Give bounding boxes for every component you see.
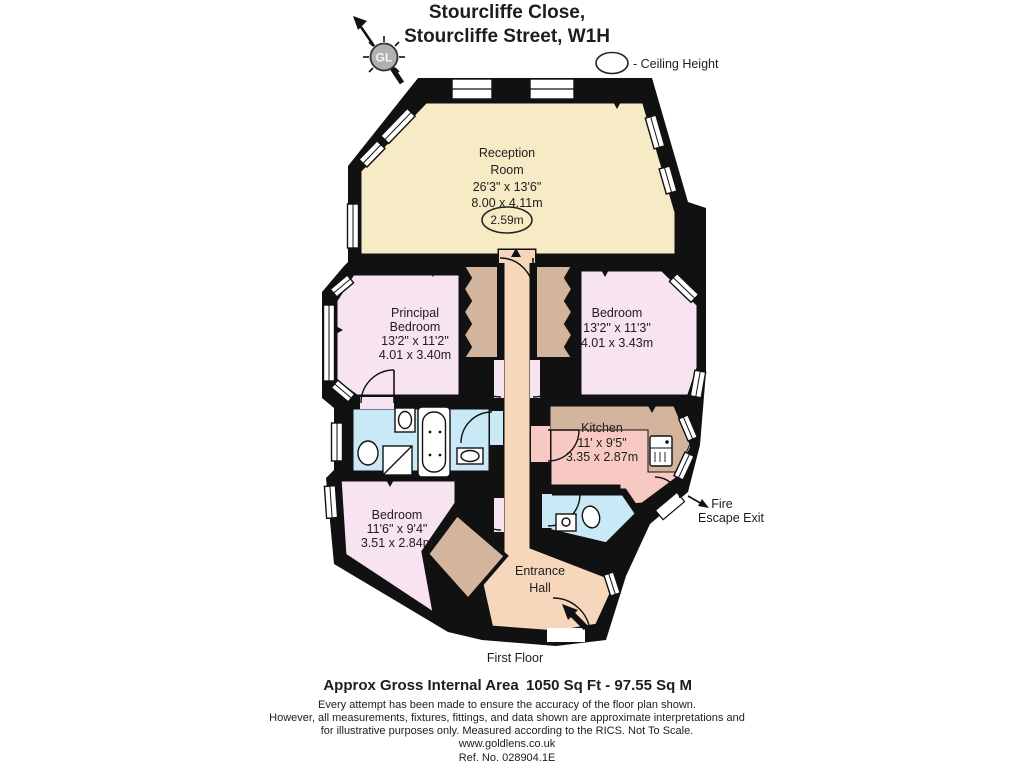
window-hall-right bbox=[602, 571, 622, 597]
hall-name2: Hall bbox=[529, 581, 551, 595]
window-reception-diag-right-2 bbox=[658, 165, 678, 195]
wc-toilet-icon bbox=[581, 505, 601, 529]
door-corridor-principal bbox=[465, 360, 504, 398]
fire-escape-arrow bbox=[687, 495, 709, 508]
floor-label: First Floor bbox=[487, 651, 543, 665]
window-bedroom2-bay bbox=[668, 272, 700, 304]
kitchen-name: Kitchen bbox=[581, 421, 623, 435]
area-label: Approx Gross Internal Area bbox=[323, 677, 519, 694]
disclaimer-line3: for illustrative purposes only. Measured… bbox=[321, 725, 694, 737]
bedroom3-name: Bedroom bbox=[372, 508, 423, 522]
entry-arrow bbox=[562, 604, 589, 631]
principal-name2: Bedroom bbox=[390, 320, 441, 334]
reception-imperial: 26'3" x 13'6" bbox=[473, 180, 542, 194]
bedroom2-imperial: 13'2" x 11'3" bbox=[583, 321, 651, 335]
window-top-1 bbox=[451, 78, 493, 100]
window-reception-diag-left-2 bbox=[358, 139, 386, 169]
reception-name2: Room bbox=[490, 163, 523, 177]
ceiling-height-oval bbox=[481, 206, 533, 234]
compass-north-icon: GL bbox=[353, 16, 405, 85]
ceiling-height-oval-icon bbox=[595, 51, 629, 75]
door-principal-bathroom bbox=[360, 369, 395, 409]
bedroom3-metric: 3.51 x 2.84m bbox=[361, 536, 433, 550]
door-corridor-kitchen bbox=[531, 426, 580, 462]
door-corridor-bedroom2 bbox=[530, 360, 569, 398]
window-top-2 bbox=[529, 78, 575, 100]
room-reception bbox=[354, 96, 682, 261]
shower-icon bbox=[382, 445, 413, 476]
fire-escape-line1: Fire bbox=[711, 497, 733, 511]
hall-name1: Entrance bbox=[515, 564, 565, 578]
window-principal-bay bbox=[322, 304, 336, 382]
window-reception-left bbox=[346, 203, 360, 249]
window-reception-diag-right-1 bbox=[644, 114, 666, 150]
dimension-ticks bbox=[334, 100, 657, 487]
fire-escape-line2: Escape Exit bbox=[698, 511, 765, 525]
door-fire-escape bbox=[654, 476, 686, 521]
reception-ceiling-height: 2.59m bbox=[490, 213, 523, 227]
ceiling-height-legend: - Ceiling Height bbox=[595, 51, 719, 75]
kitchen-sink-icon bbox=[649, 435, 673, 467]
basin2-icon bbox=[456, 447, 484, 465]
kitchen-imperial: 11' x 9'5" bbox=[577, 436, 626, 450]
principal-metric: 4.01 x 3.40m bbox=[379, 348, 451, 362]
area-value: 1050 Sq Ft - 97.55 Sq M bbox=[526, 677, 692, 694]
bathtub-icon bbox=[417, 406, 451, 478]
reception-metric: 8.00 x 4.11m bbox=[471, 196, 542, 210]
window-principal-bay-bottom bbox=[330, 379, 356, 403]
page-title-line2: Stourcliffe Street, W1H bbox=[404, 26, 610, 47]
principal-imperial: 13'2" x 11'2" bbox=[381, 334, 449, 348]
compass-label: GL bbox=[376, 51, 393, 65]
window-reception-diag-left-1 bbox=[379, 107, 417, 145]
room-label-bedroom3: Bedroom 11'6" x 9'4" 3.51 x 2.84m bbox=[361, 508, 433, 550]
window-kitchen-right-2 bbox=[673, 451, 695, 481]
kitchen-metric: 3.35 x 2.87m bbox=[566, 450, 638, 464]
page-title-line1: Stourcliffe Close, bbox=[429, 2, 585, 23]
bedroom2-metric: 4.01 x 3.43m bbox=[581, 336, 653, 350]
door-corridor-bedroom3 bbox=[470, 498, 504, 532]
room-label-kitchen: Kitchen 11' x 9'5" 3.35 x 2.87m bbox=[566, 421, 638, 464]
bedroom3-imperial: 11'6" x 9'4" bbox=[367, 522, 428, 536]
fire-escape-label: Fire Escape Exit bbox=[698, 497, 765, 525]
wc-basin-icon bbox=[555, 513, 577, 532]
reference-number: Ref. No. 028904.1E bbox=[459, 752, 556, 764]
disclaimer-line1: Every attempt has been made to ensure th… bbox=[318, 699, 696, 711]
door-entrance bbox=[547, 597, 591, 642]
door-corridor-bathroom bbox=[460, 411, 503, 445]
room-label-principal-bedroom: Principal Bedroom 13'2" x 11'2" 4.01 x 3… bbox=[379, 306, 451, 362]
room-label-entrance-hall: Entrance Hall bbox=[515, 564, 565, 595]
bedroom2-name: Bedroom bbox=[592, 306, 643, 320]
window-bedroom2-right bbox=[689, 369, 707, 399]
window-bathroom bbox=[330, 422, 344, 462]
wardrobe-right bbox=[535, 265, 574, 359]
window-kitchen-right-1 bbox=[677, 414, 699, 442]
room-bedroom3 bbox=[334, 474, 462, 626]
window-principal-bay-top bbox=[329, 274, 355, 298]
basin-icon bbox=[394, 407, 416, 433]
toilet-icon bbox=[357, 440, 379, 466]
disclaimer-line2: However, all measurements, fixtures, fit… bbox=[269, 712, 745, 724]
room-label-bedroom2: Bedroom 13'2" x 11'3" 4.01 x 3.43m bbox=[581, 306, 653, 350]
wardrobe-left bbox=[462, 265, 499, 359]
window-bedroom3 bbox=[323, 484, 339, 520]
room-bedroom2 bbox=[574, 264, 704, 402]
reception-name1: Reception bbox=[479, 146, 535, 160]
room-label-reception: Reception Room 26'3" x 13'6" 8.00 x 4.11… bbox=[471, 146, 543, 234]
principal-name1: Principal bbox=[391, 306, 439, 320]
ceiling-height-legend-label: - Ceiling Height bbox=[633, 57, 719, 71]
website-label: www.goldlens.co.uk bbox=[458, 738, 556, 750]
closet-band-hall bbox=[424, 511, 509, 604]
room-principal-bedroom bbox=[330, 268, 466, 402]
